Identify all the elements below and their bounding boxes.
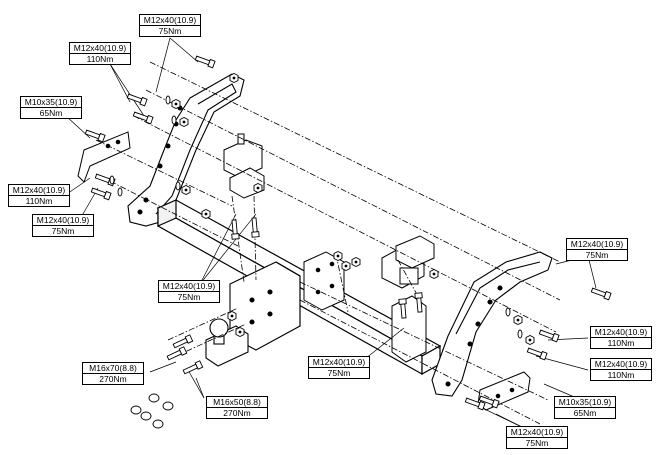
callout-torque: 110Nm [607,338,635,348]
callout-c3: M10x35(10.9) 65Nm [20,96,82,119]
callout-torque: 75Nm [51,226,75,236]
callout-spec: M12x40(10.9) [591,327,651,338]
left-small-bracket [77,131,131,183]
callout-spec: M12x40(10.9) [567,239,627,250]
callout-torque: 75Nm [327,368,351,378]
callout-torque: 75Nm [585,250,609,260]
callout-spec: M10x35(10.9) [555,397,615,408]
callout-c12: M16x50(8.8) 270Nm [206,396,268,419]
callout-c4: M12x40(10.9) 110Nm [8,184,70,207]
callout-spec: M12x40(10.9) [591,359,651,370]
callout-spec: M16x70(8.8) [83,363,143,374]
callout-torque: 110Nm [607,370,635,380]
callout-spec: M12x40(10.9) [70,43,130,54]
callout-torque: 110Nm [86,54,114,64]
callout-torque: 270Nm [223,408,251,418]
callout-torque: 75Nm [525,438,549,448]
callout-c5: M12x40(10.9) 75Nm [32,214,94,237]
callout-spec: M12x40(10.9) [33,215,93,226]
callout-torque: 65Nm [573,408,597,418]
center-upper-plate [303,251,345,311]
tow-ball [205,318,249,367]
callout-spec: M12x40(10.9) [9,185,69,196]
callout-c7: M12x40(10.9) 75Nm [566,238,628,261]
callout-c8: M12x40(10.9) 110Nm [590,326,652,349]
callout-torque: 110Nm [25,196,53,206]
right-small-bracket [477,371,531,411]
loose-nuts [130,393,174,429]
callout-spec: M12x40(10.9) [507,427,567,438]
callout-c10: M16x70(8.8) 270Nm [82,362,144,385]
callout-spec: M16x50(8.8) [207,397,267,408]
callout-c1: M12x40(10.9) 75Nm [139,14,201,37]
callout-spec: M12x40(10.9) [140,15,200,26]
callout-torque: 75Nm [177,292,201,302]
right-drop-bracket [381,235,435,363]
callout-c11: M12x40(10.9) 75Nm [308,356,370,379]
callout-torque: 270Nm [99,374,127,384]
callout-torque: 65Nm [39,108,63,118]
callout-spec: M10x35(10.9) [21,97,81,108]
callout-c13: M10x35(10.9) 65Nm [554,396,616,419]
callout-spec: M12x40(10.9) [159,281,219,292]
right-side-bracket [431,251,553,397]
callout-torque: 75Nm [158,26,182,36]
callout-spec: M12x40(10.9) [309,357,369,368]
callout-c2: M12x40(10.9) 110Nm [69,42,131,65]
callout-c6: M12x40(10.9) 75Nm [158,280,220,303]
center-mounting-plate [229,261,301,351]
upper-center-bracket [223,133,265,199]
callout-c9: M12x40(10.9) 110Nm [590,358,652,381]
assembly-lines [95,61,561,425]
callout-c14: M12x40(10.9) 75Nm [506,426,568,449]
